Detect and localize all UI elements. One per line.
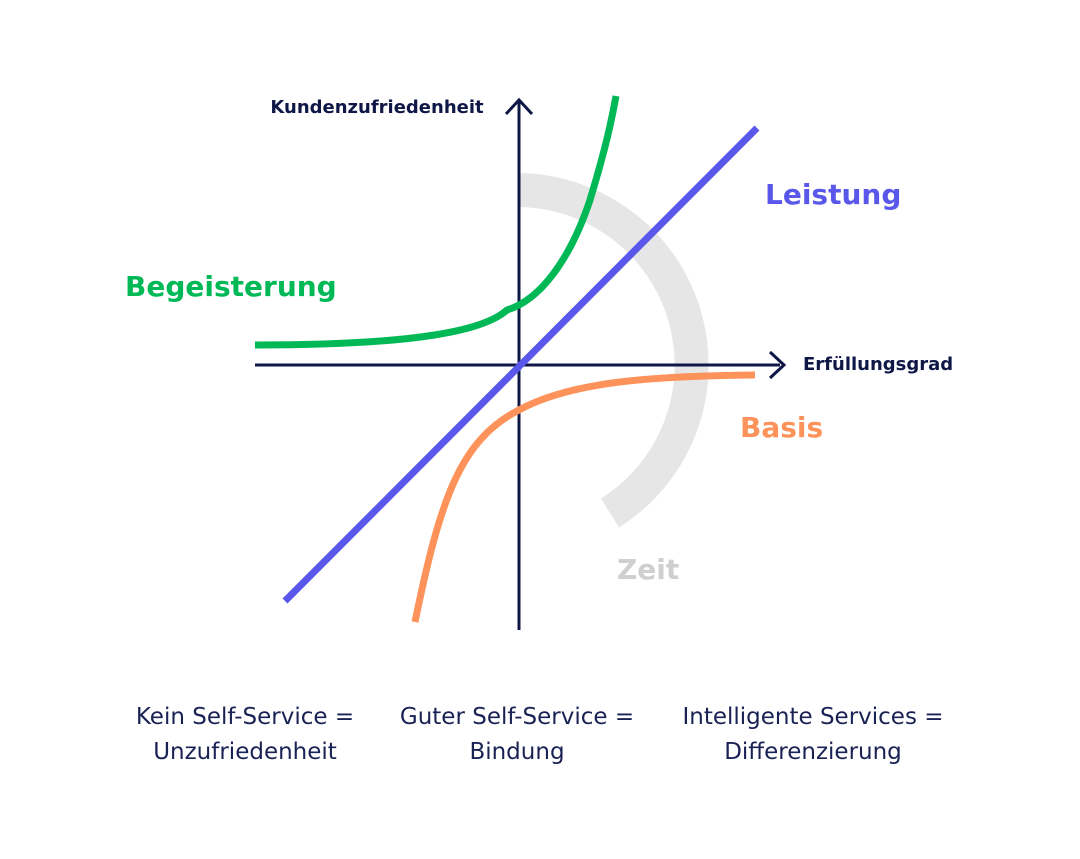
x-axis-arrowhead bbox=[768, 350, 787, 380]
begeisterung-label: Begeisterung bbox=[125, 270, 337, 303]
basis-curve bbox=[411, 371, 756, 623]
caption-line-1: Guter Self-Service = bbox=[399, 704, 635, 730]
caption-no-self-service: Kein Self-Service = Unzufriedenheit bbox=[105, 700, 385, 770]
y-axis-label: Kundenzufriedenheit bbox=[270, 97, 484, 118]
zeit-label: Zeit bbox=[617, 553, 679, 586]
begeisterung-curve bbox=[254, 95, 620, 349]
x-axis-label: Erfüllungsgrad bbox=[803, 354, 953, 375]
time-arc bbox=[518, 173, 709, 528]
caption-line-1: Kein Self-Service = bbox=[135, 704, 355, 730]
caption-good-self-service: Guter Self-Service = Bindung bbox=[377, 700, 657, 770]
leistung-line bbox=[282, 125, 760, 604]
basis-label: Basis bbox=[740, 411, 823, 444]
y-axis-arrowhead bbox=[504, 97, 534, 116]
caption-line-2: Unzufriedenheit bbox=[153, 739, 337, 765]
caption-line-2: Differenzierung bbox=[724, 739, 902, 765]
leistung-label: Leistung bbox=[765, 178, 901, 211]
caption-intelligent-services: Intelligente Services = Differenzierung bbox=[673, 700, 953, 770]
caption-line-1: Intelligente Services = bbox=[682, 704, 944, 730]
caption-line-2: Bindung bbox=[469, 739, 565, 765]
